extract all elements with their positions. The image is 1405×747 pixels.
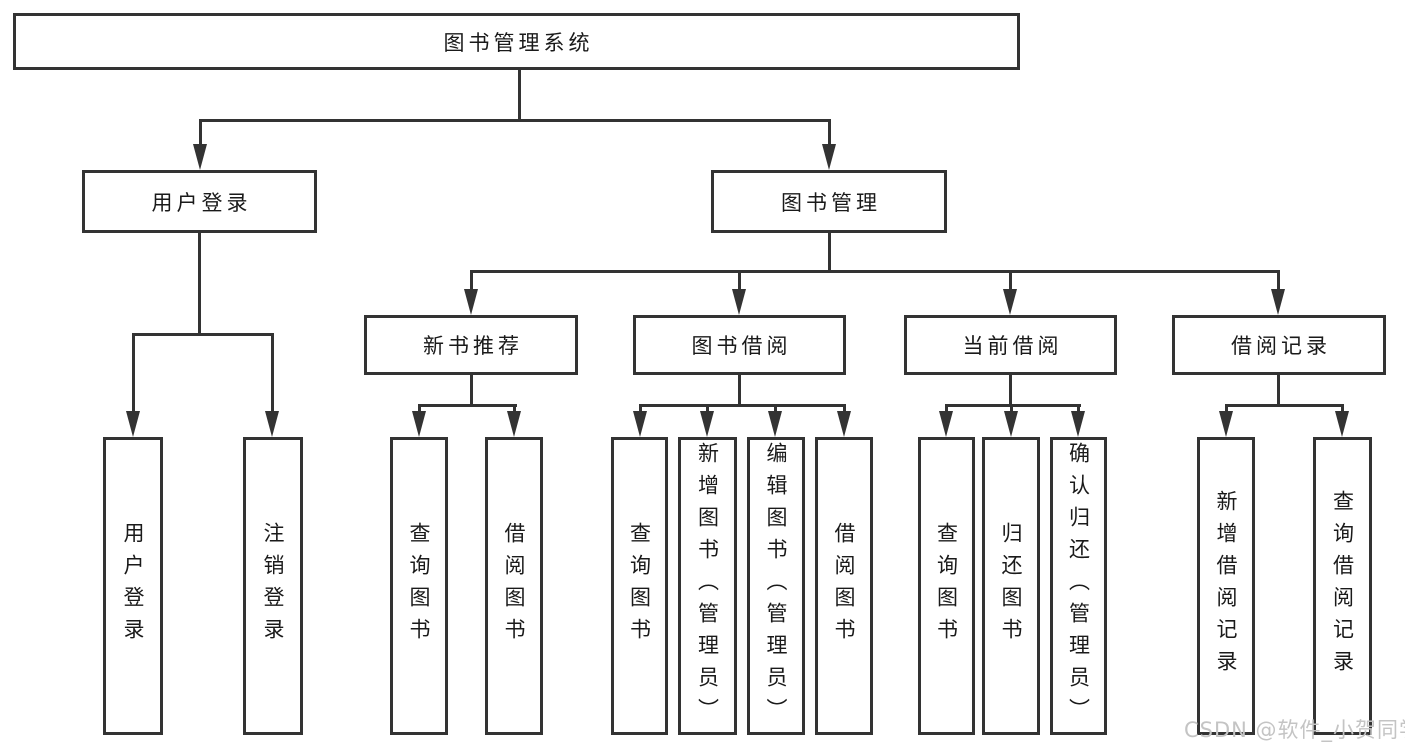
connector-line [470,270,473,292]
leaf-label: 查询图书 [934,522,959,650]
connector-line [1277,270,1280,292]
leaf-label: 新增图书（管理员） [695,442,720,730]
connector-line [198,233,201,336]
connector-arrowhead-down [265,411,279,437]
connector-arrowhead-down [1219,411,1233,437]
connector-line [1225,404,1228,414]
leaf-label: 用户登录 [121,522,145,650]
connector-line [132,333,274,336]
node-label: 用户登录 [151,190,252,215]
connector-line [132,333,135,413]
leaf-label: 编辑图书（管理员） [764,442,788,730]
leaf-label: 确认归还（管理员） [1066,442,1091,730]
connector-arrowhead-down [1071,411,1085,437]
node-label: 借阅记录 [1231,334,1331,358]
connector-arrowhead-down [1335,411,1349,437]
connector-arrowhead-down [700,411,714,437]
connector-line [828,119,831,149]
leaf-add-books-admin: 新增图书（管理员） [678,437,737,735]
connector-arrowhead-down [732,289,746,315]
connector-arrowhead-down [1271,289,1285,315]
connector-line [199,119,202,149]
leaf-query-books-recommend: 查询图书 [390,437,448,735]
connector-line [1009,270,1012,292]
node-new-book-recommendation: 新书推荐 [364,315,578,375]
node-current-borrowing: 当前借阅 [904,315,1117,375]
connector-line [945,404,948,414]
leaf-borrow-books-recommend: 借阅图书 [485,437,543,735]
connector-line [1010,404,1013,414]
connector-arrowhead-down [768,411,782,437]
node-label: 图书借阅 [691,334,792,358]
connector-line [706,404,709,414]
leaf-query-books-current: 查询图书 [918,437,975,735]
node-label: 图书管理系统 [443,30,594,55]
leaf-label: 借阅图书 [832,522,856,650]
leaf-edit-books-admin: 编辑图书（管理员） [747,437,805,735]
leaf-logout-login: 注销登录 [243,437,303,735]
leaf-label: 借阅图书 [502,522,526,650]
connector-line [1341,404,1344,414]
leaf-label: 新增借阅记录 [1214,490,1238,682]
connector-arrowhead-down [633,411,647,437]
connector-arrowhead-down [837,411,851,437]
connector-arrowhead-down [464,289,478,315]
connector-arrowhead-down [1004,411,1018,437]
connector-arrowhead-down [1003,289,1017,315]
node-borrowing-records: 借阅记录 [1172,315,1386,375]
connector-line [1277,375,1280,407]
connector-line [418,404,517,407]
connector-arrowhead-down [939,411,953,437]
watermark: CSDN @软件_小贺同学 [1184,718,1405,742]
leaf-label: 查询借阅记录 [1330,490,1355,682]
node-book-borrowing: 图书借阅 [633,315,846,375]
node-library-system: 图书管理系统 [13,13,1020,70]
leaf-label: 查询图书 [407,522,431,650]
connector-arrowhead-down [412,411,426,437]
connector-line [1077,404,1080,414]
leaf-query-borrow-record: 查询借阅记录 [1313,437,1372,735]
node-user-login: 用户登录 [82,170,317,233]
connector-line [945,404,1081,407]
connector-line [418,404,421,414]
connector-line [271,333,274,413]
leaf-label: 查询图书 [627,522,652,650]
leaf-label: 归还图书 [999,522,1023,650]
connector-line [639,404,642,414]
leaf-label: 注销登录 [261,522,285,650]
leaf-user-login: 用户登录 [103,437,163,735]
connector-line [470,270,1280,273]
connector-line [1225,404,1344,407]
connector-arrowhead-down [507,411,521,437]
connector-arrowhead-down [126,411,140,437]
node-label: 当前借阅 [962,334,1063,358]
node-label: 新书推荐 [423,334,523,358]
connector-line [470,375,473,407]
leaf-query-books-borrowing: 查询图书 [611,437,668,735]
leaf-add-borrow-record: 新增借阅记录 [1197,437,1255,735]
leaf-confirm-return-admin: 确认归还（管理员） [1050,437,1107,735]
connector-arrowhead-down [193,144,207,170]
connector-line [1009,375,1012,407]
connector-arrowhead-down [822,144,836,170]
leaf-borrow-books: 借阅图书 [815,437,873,735]
connector-line [828,233,831,273]
node-book-management: 图书管理 [711,170,947,233]
connector-line [774,404,777,414]
node-label: 图书管理 [781,190,881,215]
connector-line [518,70,521,122]
connector-line [513,404,516,414]
connector-line [199,119,831,122]
connector-line [738,375,741,407]
leaf-return-books: 归还图书 [982,437,1040,735]
connector-line [639,404,846,407]
connector-line [738,270,741,292]
connector-line [843,404,846,414]
